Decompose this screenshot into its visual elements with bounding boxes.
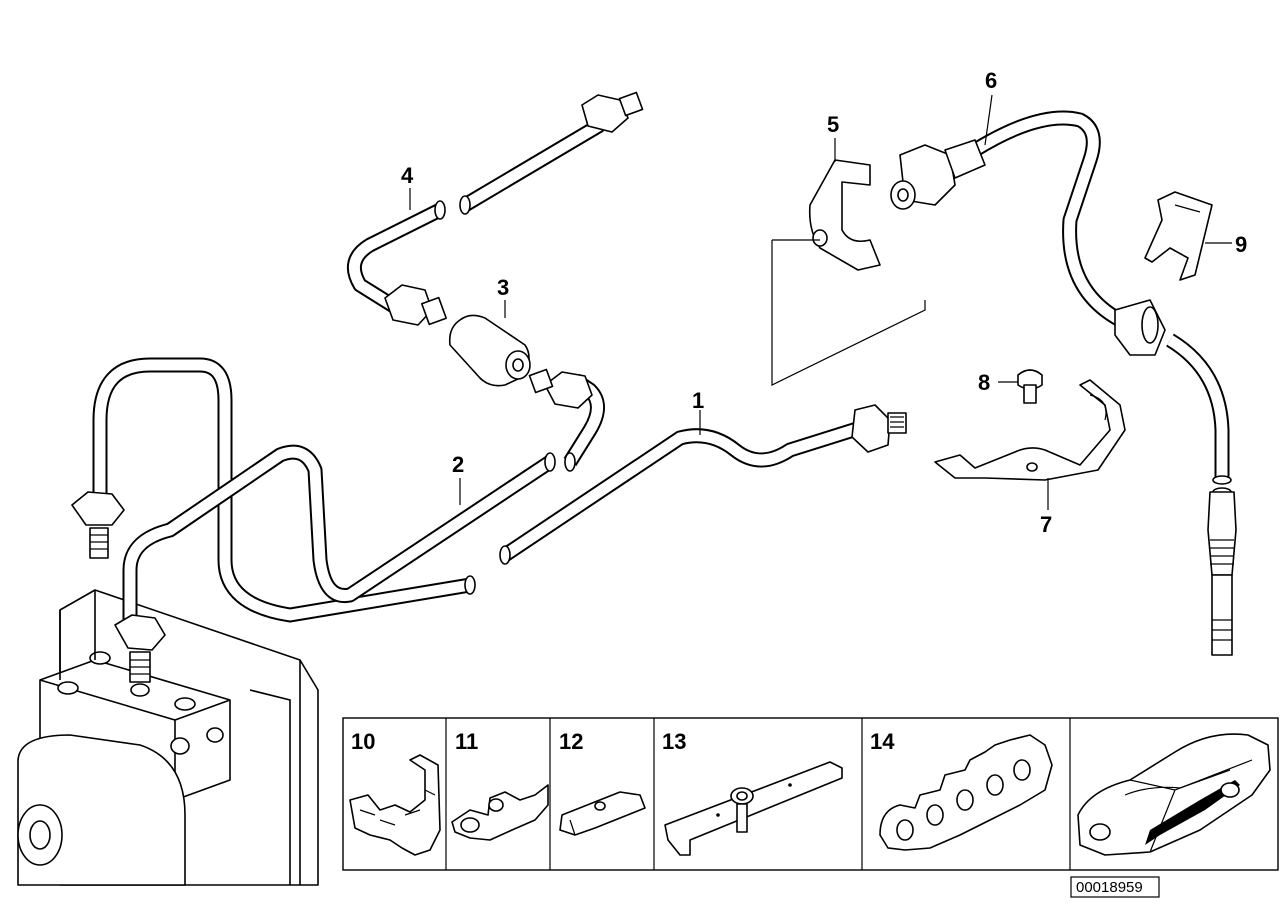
callout-2: 2 — [452, 452, 464, 477]
diagram-number-box: 00018959 — [1070, 876, 1160, 898]
callout-4: 4 — [401, 163, 414, 188]
brake-hose-6 — [890, 110, 1237, 656]
panel-10-label: 10 — [351, 729, 375, 754]
parts-panel-strip: 10 11 12 13 14 — [342, 717, 1279, 871]
union-connector-3 — [448, 314, 531, 387]
panel-12[interactable]: 12 — [559, 729, 646, 836]
callout-5: 5 — [827, 112, 839, 137]
brake-pipe-4 — [346, 91, 644, 326]
panel-12-label: 12 — [559, 729, 583, 754]
panel-14[interactable]: 14 — [870, 729, 1053, 851]
panel-13[interactable]: 13 — [662, 729, 843, 856]
panel-14-label: 14 — [870, 729, 895, 754]
leader-lines — [409, 94, 1232, 510]
panel-10[interactable]: 10 — [349, 729, 441, 856]
panel-11[interactable]: 11 — [451, 729, 549, 841]
callout-8: 8 — [978, 370, 990, 395]
clip-9 — [1144, 191, 1213, 281]
callout-7: 7 — [1040, 512, 1052, 537]
car-locator-icon — [1077, 733, 1271, 856]
brake-pipe-2 — [114, 368, 605, 683]
bracket-7 — [934, 379, 1126, 481]
bracket-5 — [771, 159, 926, 386]
panel-13-label: 13 — [662, 729, 686, 754]
diagram-number: 00018959 — [1076, 879, 1143, 896]
bolt-8 — [1017, 369, 1043, 404]
callout-3: 3 — [497, 275, 509, 300]
callout-9: 9 — [1235, 232, 1247, 257]
abs-hydraulic-unit-icon — [17, 589, 319, 886]
callout-6: 6 — [985, 68, 997, 93]
brake-pipe-1 — [71, 357, 907, 623]
callout-1: 1 — [692, 388, 704, 413]
callout-labels: 1 2 3 4 5 6 7 8 9 — [401, 68, 1247, 537]
panel-11-label: 11 — [455, 729, 478, 754]
